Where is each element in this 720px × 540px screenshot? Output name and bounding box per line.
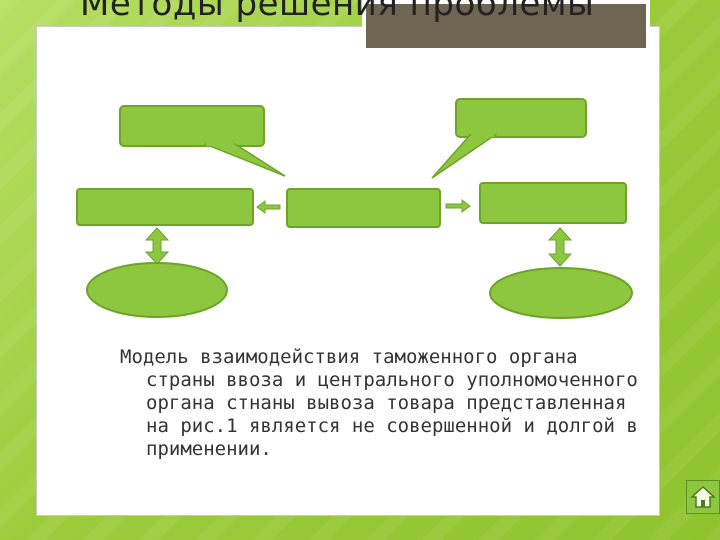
arrow-right xyxy=(445,199,471,213)
slide-title: Методы решения проблемы xyxy=(80,0,595,24)
callout-right xyxy=(431,98,587,179)
box-left xyxy=(76,188,254,226)
home-button[interactable] xyxy=(686,480,720,514)
arrow-left xyxy=(256,200,281,214)
double-arrow-left xyxy=(144,227,170,265)
title-accent-block xyxy=(362,0,650,52)
ellipse-left xyxy=(86,262,228,318)
slide-caption: Модель взаимодействия таможенного органа… xyxy=(120,346,638,460)
box-right xyxy=(479,182,627,224)
box-center xyxy=(286,188,441,228)
double-arrow-right xyxy=(547,227,573,267)
ellipse-right xyxy=(489,267,633,319)
home-icon xyxy=(690,485,716,508)
callout-left xyxy=(119,105,286,177)
